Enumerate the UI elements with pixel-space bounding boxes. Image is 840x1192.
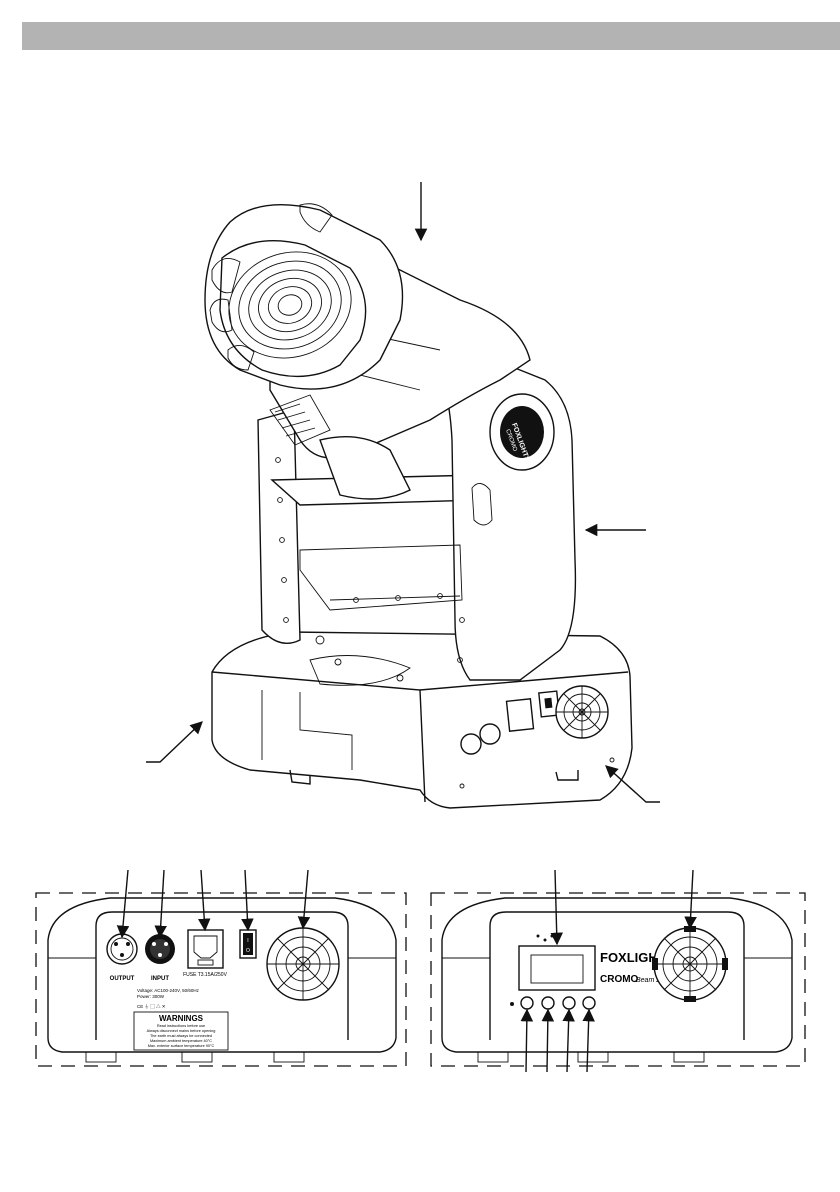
output-label: OUTPUT — [110, 976, 135, 982]
button-mode — [520, 996, 534, 1010]
warning-line-1: Read instructions before use — [157, 1024, 205, 1028]
input-label: INPUT — [151, 976, 169, 982]
logo-model: CROMO — [600, 974, 639, 985]
fuse-label: FUSE T3.15A/250V — [183, 972, 227, 978]
warning-line-5: Max. exterior surface temperature 90°C — [148, 1044, 215, 1048]
header-bar — [22, 22, 840, 50]
warning-line-2: Always disconnect mains before opening — [147, 1029, 216, 1033]
warning-title: WARNINGS — [159, 1014, 204, 1023]
spec-line-2: Power: 300W — [137, 994, 165, 999]
logo-model-suffix: Beam 250 — [636, 977, 668, 984]
lcd-display — [518, 934, 596, 991]
front-callouts — [520, 869, 697, 1073]
warning-line-3: The earth must always be connected — [150, 1034, 212, 1038]
button-enter — [582, 996, 596, 1010]
rear-callouts — [116, 869, 311, 939]
dmx-input-connector: INPUT — [145, 934, 175, 982]
fan-icon — [652, 926, 728, 1002]
control-panel-view: FOXLIGHTS CROMO Beam 250 — [430, 869, 806, 1073]
button-down — [562, 996, 576, 1010]
warning-line-4: Maximum ambient temperature 40°C — [150, 1039, 212, 1043]
fan-icon — [266, 927, 340, 1001]
rear-panel-view: OUTPUT INPUT FUSE T3.15A/250V I O — [35, 869, 407, 1067]
power-inlet-connector: FUSE T3.15A/250V — [183, 929, 228, 978]
control-buttons — [510, 996, 596, 1010]
switch-off-label: O — [246, 948, 250, 954]
fixture-illustration: FOXLIGHTS CROMO — [204, 203, 633, 809]
warning-label: Voltage: AC100-240V, 50/60Hz Power: 300W… — [133, 988, 229, 1051]
spec-line-1: Voltage: AC100-240V, 50/60Hz — [137, 988, 200, 993]
fixture-base — [211, 631, 633, 809]
callout-arrows — [146, 182, 660, 803]
fixture-head — [204, 203, 531, 500]
button-up — [541, 996, 555, 1010]
switch-on-label: I — [247, 938, 248, 944]
fixture-yoke: FOXLIGHTS CROMO — [257, 359, 577, 681]
certification-marks: CE ⏚ ▢ △ ✕ — [137, 1003, 166, 1010]
power-switch: I O — [239, 929, 257, 959]
